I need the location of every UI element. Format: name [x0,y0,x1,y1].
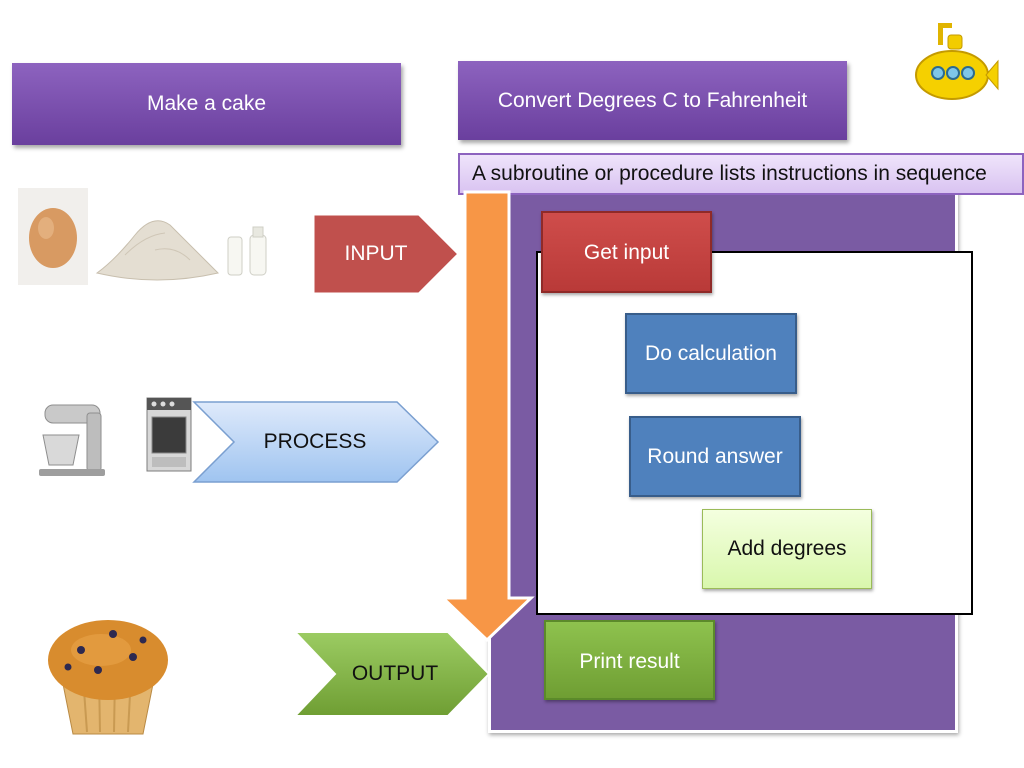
step-do-calculation: Do calculation [625,313,797,394]
subroutine-banner: A subroutine or procedure lists instruct… [458,153,1024,195]
subroutine-banner-text: A subroutine or procedure lists instruct… [472,162,987,185]
step-add-degrees: Add degrees [702,509,872,589]
output-arrow: OUTPUT [320,630,470,718]
muffin-icon [48,620,168,735]
sequence-arrow [439,190,535,643]
process-arrow-shape [192,401,440,483]
title-make-a-cake: Make a cake [12,63,401,145]
step-print-result: Print result [544,620,715,700]
title-convert-degrees: Convert Degrees C to Fahrenheit [458,61,847,140]
input-arrow-label: INPUT [344,242,408,265]
step-round-answer: Round answer [629,416,801,497]
input-arrow: INPUT [311,212,441,296]
step-get-input: Get input [541,211,712,293]
stand-mixer-icon [39,404,105,476]
egg-icon [18,188,88,285]
title-make-a-cake-text: Make a cake [146,92,267,115]
output-arrow-shape [292,631,491,717]
output-arrow-label: OUTPUT [351,662,439,685]
step-add-degrees-text: Add degrees [727,537,847,560]
input-arrow-shape [311,212,462,296]
step-do-calculation-text: Do calculation [645,341,777,365]
oven-icon [146,397,192,472]
submarine-icon [915,23,999,100]
step-get-input-text: Get input [583,241,670,264]
step-round-answer-text: Round answer [647,444,783,468]
process-arrow-label: PROCESS [263,430,367,453]
step-print-result-text: Print result [579,650,680,673]
process-arrow: PROCESS [225,400,405,484]
milk-bottles-icon [227,226,267,276]
title-convert-degrees-text: Convert Degrees C to Fahrenheit [497,88,808,112]
flour-icon [95,220,219,281]
